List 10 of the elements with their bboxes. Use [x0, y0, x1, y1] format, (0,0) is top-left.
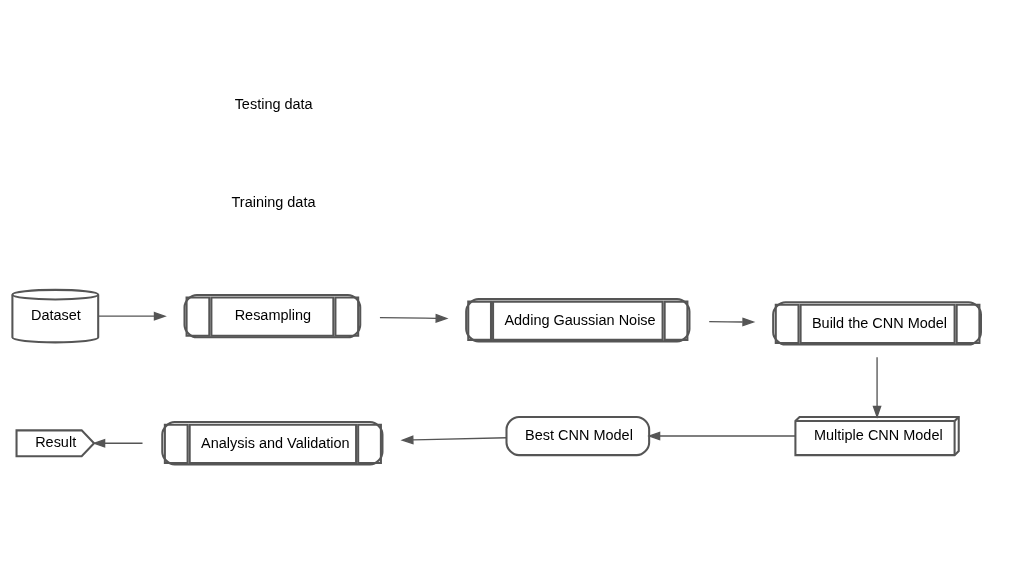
node-box: Best CNN Model [505, 415, 651, 456]
arrow [872, 356, 882, 419]
arrow [97, 311, 167, 321]
arrow [647, 430, 796, 441]
arrow [92, 438, 144, 448]
arrow [379, 313, 449, 323]
arrow [400, 434, 508, 444]
label: Testing data [234, 95, 313, 112]
arrow [708, 316, 756, 327]
label: Training data [231, 193, 316, 210]
